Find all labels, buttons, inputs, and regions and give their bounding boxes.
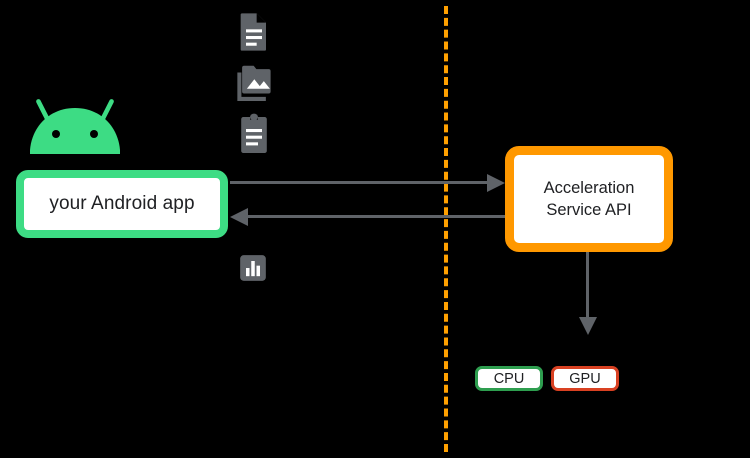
gpu-chip-label: GPU <box>569 370 601 387</box>
delegate-arrow-head <box>578 317 597 335</box>
gpu-chip[interactable]: GPU <box>551 366 619 391</box>
document-icon <box>238 12 270 52</box>
your-android-app-box[interactable]: your Android app <box>16 170 228 238</box>
photo-library-icon <box>236 63 274 101</box>
request-arrow-line <box>230 181 488 184</box>
process-boundary-divider <box>444 6 448 452</box>
android-robot-logo <box>24 96 126 158</box>
acceleration-service-api-box[interactable]: Acceleration Service API <box>505 146 673 252</box>
api-box-line-2: Service API <box>546 201 632 219</box>
bar-chart-icon <box>239 254 267 282</box>
response-arrow-line <box>248 215 505 218</box>
api-box-line-1: Acceleration <box>543 178 635 197</box>
cpu-chip-label: CPU <box>493 370 525 387</box>
request-arrow-head <box>487 173 505 192</box>
delegate-arrow-line <box>586 252 589 318</box>
cpu-chip[interactable]: CPU <box>475 366 543 391</box>
clipboard-icon <box>238 113 270 153</box>
response-arrow-head <box>230 207 248 226</box>
app-box-label: your Android app <box>49 193 195 214</box>
